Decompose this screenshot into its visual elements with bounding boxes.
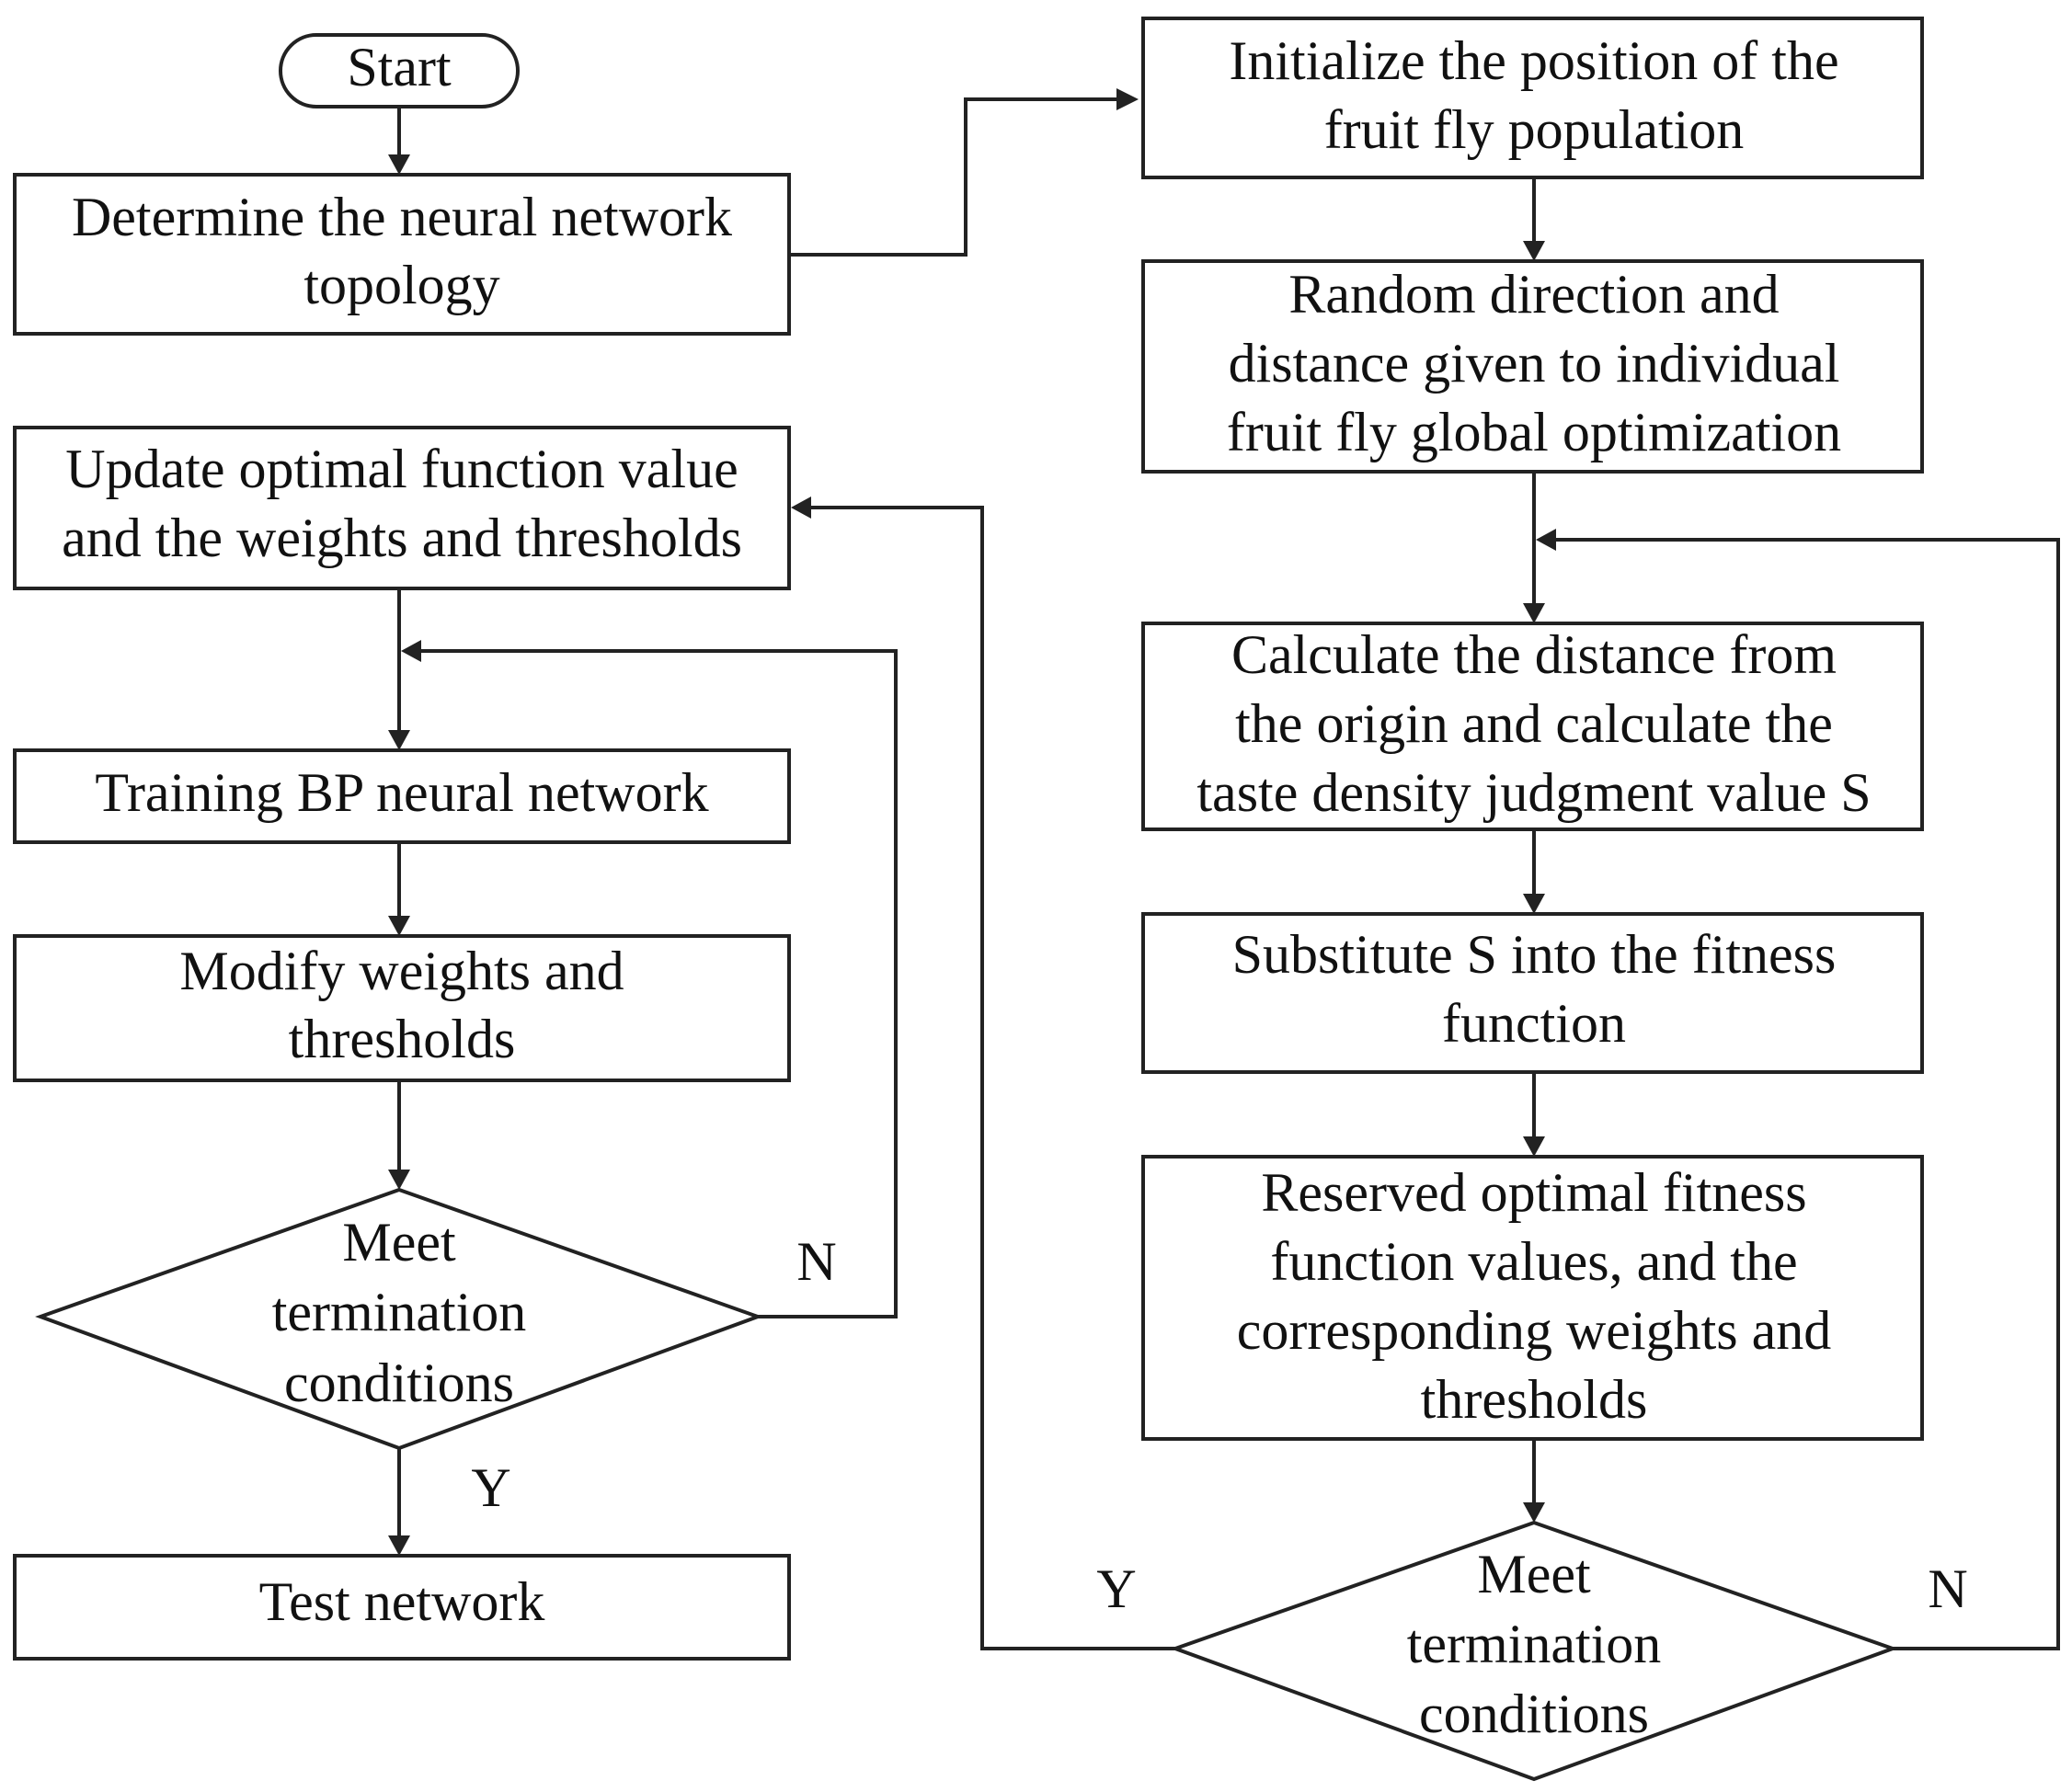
decision-left-line-2: termination: [272, 1282, 527, 1342]
substitute-line-1: Substitute S into the fitness: [1232, 924, 1837, 985]
topology-line-2: topology: [303, 255, 499, 315]
update-box: [13, 426, 791, 590]
modify-line-1: Modify weights and: [179, 941, 624, 1001]
arrowhead: [388, 1535, 410, 1556]
node-modify: Modify weights and thresholds: [13, 934, 791, 1082]
reserved-line-3: corresponding weights and: [1237, 1300, 1832, 1361]
reserved-line-1: Reserved optimal fitness: [1261, 1162, 1806, 1223]
arrowhead: [1523, 894, 1545, 914]
start-label: Start: [347, 37, 452, 97]
decision-right-diamond: [1170, 1520, 1898, 1782]
random-line-3: fruit fly global optimization: [1227, 402, 1841, 462]
reserved-line-4: thresholds: [1421, 1369, 1648, 1430]
decision-left-diamond: [35, 1187, 763, 1451]
node-substitute: Substitute S into the fitness function: [1141, 912, 1924, 1074]
node-test: Test network: [13, 1554, 791, 1661]
random-box: [1141, 259, 1924, 474]
modify-line-2: thresholds: [289, 1009, 516, 1069]
edge-labels: N Y Y N: [471, 1231, 1967, 1619]
test-line-1: Test network: [259, 1571, 545, 1632]
node-init: Initialize the position of the fruit fly…: [1141, 17, 1924, 179]
decision-right-line-2: termination: [1407, 1614, 1662, 1674]
start-terminal: [279, 33, 520, 108]
node-random: Random direction and distance given to i…: [1141, 259, 1924, 474]
modify-box: [13, 934, 791, 1082]
arrowhead: [388, 916, 410, 936]
training-box: [13, 748, 791, 844]
random-line-2: distance given to individual: [1229, 333, 1840, 394]
edge-right-no-loop: [1551, 538, 2060, 1650]
arrowhead: [791, 497, 811, 519]
update-line-1: Update optimal function value: [65, 439, 738, 499]
calculate-box: [1141, 622, 1924, 831]
node-start: Start: [279, 33, 520, 108]
edges: [388, 88, 2060, 1650]
label-left-no: N: [796, 1231, 836, 1292]
node-calculate: Calculate the distance from the origin a…: [1141, 622, 1924, 831]
random-line-1: Random direction and: [1288, 264, 1779, 325]
init-line-2: fruit fly population: [1324, 99, 1745, 160]
reserved-line-2: function values, and the: [1270, 1231, 1797, 1292]
init-box: [1141, 17, 1924, 179]
arrowhead: [1116, 88, 1139, 110]
label-left-yes: Y: [471, 1457, 510, 1518]
edge-topology-to-init: [789, 97, 1124, 257]
test-box: [13, 1554, 791, 1661]
node-training: Training BP neural network: [13, 748, 791, 844]
substitute-line-2: function: [1442, 993, 1626, 1054]
arrowhead: [1523, 603, 1545, 623]
arrowhead: [388, 154, 410, 175]
init-line-1: Initialize the position of the: [1229, 30, 1838, 91]
topology-line-1: Determine the neural network: [72, 187, 732, 247]
edge-left-no-loop: [416, 649, 898, 1318]
node-update: Update optimal function value and the we…: [13, 426, 791, 590]
calculate-line-3: taste density judgment value S: [1196, 762, 1871, 823]
topology-box: [13, 173, 791, 336]
node-reserved: Reserved optimal fitness function values…: [1141, 1155, 1924, 1441]
update-line-2: and the weights and thresholds: [62, 508, 742, 568]
arrowhead: [1523, 1136, 1545, 1157]
decision-left-line-1: Meet: [342, 1212, 456, 1273]
calculate-line-2: the origin and calculate the: [1235, 693, 1833, 754]
node-topology: Determine the neural network topology: [13, 173, 791, 336]
node-decision-right: Meet termination conditions: [1170, 1520, 1898, 1782]
reserved-box: [1141, 1155, 1924, 1441]
decision-left-line-3: conditions: [284, 1353, 514, 1413]
label-right-no: N: [1928, 1558, 1967, 1619]
edge-right-yes-to-update: [806, 506, 1175, 1650]
training-line-1: Training BP neural network: [95, 762, 708, 823]
label-right-yes: Y: [1096, 1558, 1136, 1619]
decision-right-line-3: conditions: [1419, 1684, 1649, 1744]
arrowhead: [1536, 529, 1556, 551]
arrowhead: [388, 730, 410, 750]
calculate-line-1: Calculate the distance from: [1231, 624, 1837, 685]
node-decision-left: Meet termination conditions: [35, 1187, 763, 1451]
arrowhead: [1523, 1502, 1545, 1523]
substitute-box: [1141, 912, 1924, 1074]
arrowhead: [388, 1170, 410, 1190]
arrowhead: [401, 640, 421, 662]
arrowhead: [1523, 241, 1545, 261]
decision-right-line-1: Meet: [1477, 1544, 1591, 1604]
